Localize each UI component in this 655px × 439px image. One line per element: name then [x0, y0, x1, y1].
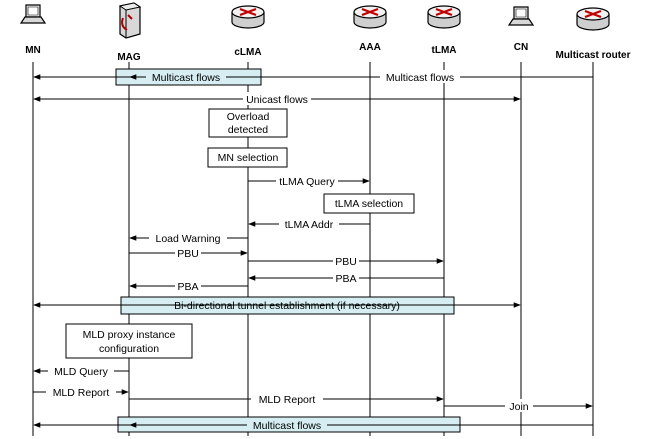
router-icon — [427, 5, 461, 29]
tlma-selection-box: tLMA selection — [323, 193, 415, 214]
entity-label-clma: cLMA — [234, 47, 261, 58]
server-icon — [118, 2, 142, 39]
mld-proxy-box: MLD proxy instance configuration — [65, 323, 193, 359]
label-tunnel: Bi-directional tunnel establishment (if … — [174, 300, 400, 312]
label-load-warning: Load Warning — [156, 233, 221, 245]
router-icon — [231, 5, 265, 29]
label-pba-tlma: PBA — [335, 273, 356, 285]
entity-label-mag: MAG — [117, 52, 141, 63]
label-mld-report-mn: MLD Report — [53, 387, 110, 399]
entity-label-mn: MN — [25, 45, 41, 56]
entity-label-cn: CN — [514, 42, 528, 53]
label-tlma-query: tLMA Query — [279, 176, 335, 188]
mn-selection-box: MN selection — [207, 147, 288, 168]
mld-proxy-line-2: configuration — [99, 343, 159, 355]
router-icon — [353, 5, 387, 29]
label-multicast-flows-router: Multicast flows — [386, 72, 454, 84]
label-join: Join — [509, 401, 528, 413]
label-unicast-flows: Unicast flows — [246, 94, 308, 106]
label-mld-report-mag: MLD Report — [259, 394, 316, 406]
laptop-icon — [507, 6, 535, 26]
label-mld-query: MLD Query — [54, 366, 108, 378]
mn-selection-label: MN selection — [218, 152, 279, 164]
label-pba-mag: PBA — [177, 281, 198, 293]
entity-label-aaa: AAA — [359, 42, 381, 53]
label-pbu-mag: PBU — [177, 248, 199, 260]
label-tlma-addr: tLMA Addr — [285, 219, 334, 231]
entity-label-tlma: tLMA — [432, 45, 457, 56]
label-multicast-flows-mag: Multicast flows — [152, 72, 220, 84]
tlma-selection-label: tLMA selection — [335, 198, 403, 210]
router-icon — [576, 7, 610, 31]
label-pbu-tlma: PBU — [335, 256, 357, 268]
entity-label-multicast-router: Multicast router — [555, 50, 630, 61]
overload-detected-box: Overload detected — [208, 108, 288, 138]
overload-line-1: Overload — [227, 111, 270, 123]
lifelines — [32, 62, 594, 436]
label-multicast-flows-bottom: Multicast flows — [253, 420, 321, 432]
message-labels: Multicast flows Multicast flows Unicast … — [46, 70, 533, 432]
laptop-icon — [19, 4, 47, 24]
mld-proxy-line-1: MLD proxy instance — [83, 329, 176, 341]
overload-line-2: detected — [228, 124, 268, 136]
